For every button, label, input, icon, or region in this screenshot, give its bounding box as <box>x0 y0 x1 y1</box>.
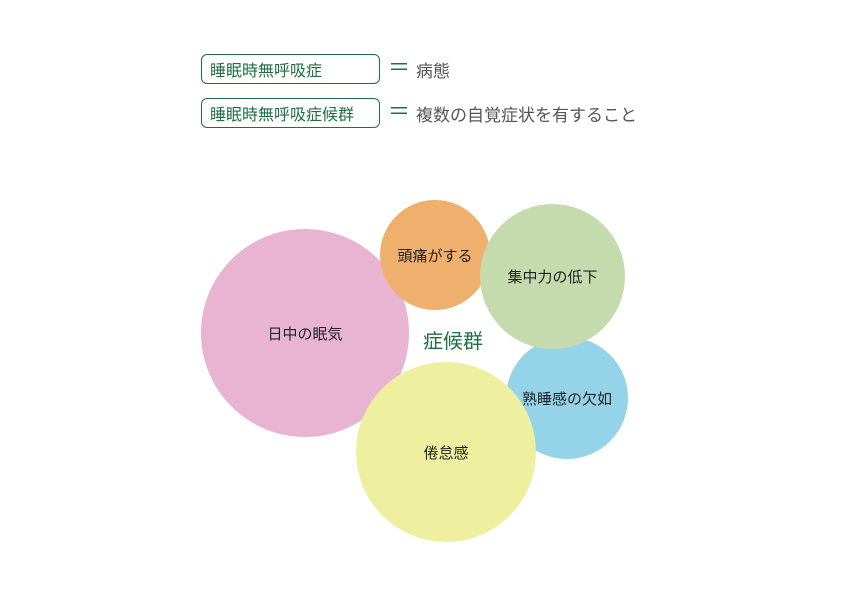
definition-row-syndrome: 睡眠時無呼吸症候群 ＝ 複数の自覚症状を有すること <box>201 98 637 128</box>
symptom-circle-loss-of-concentration: 集中力の低下 <box>480 204 625 349</box>
symptom-label: 集中力の低下 <box>507 268 598 286</box>
definition-row-disorder: 睡眠時無呼吸症 ＝ 病態 <box>201 54 450 84</box>
definition-meaning: 複数の自覚症状を有すること <box>416 105 638 126</box>
term-box-syndrome: 睡眠時無呼吸症候群 <box>201 98 380 128</box>
symptom-label: 頭痛がする <box>397 246 473 265</box>
symptom-label: 倦怠感 <box>423 443 469 462</box>
definition-meaning: 病態 <box>416 61 451 82</box>
equals-sign: ＝ <box>388 56 411 81</box>
syndrome-center-label: 症候群 <box>423 329 483 353</box>
equals-sign: ＝ <box>388 100 411 125</box>
symptom-label: 熟睡感の欠如 <box>521 389 612 408</box>
term-box-disorder: 睡眠時無呼吸症 <box>201 54 380 84</box>
symptom-label: 日中の眠気 <box>267 324 343 343</box>
symptom-circle-fatigue: 倦怠感 <box>356 362 536 542</box>
symptom-circle-headache: 頭痛がする <box>380 200 490 310</box>
